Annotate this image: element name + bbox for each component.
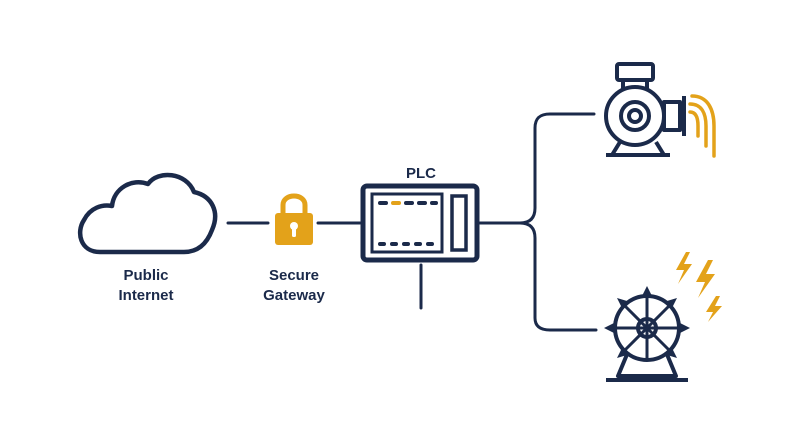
internet-label-line2: Internet <box>118 287 174 304</box>
water-wheel-turbine-icon <box>604 252 722 382</box>
gateway-label-line1: Secure <box>268 267 320 284</box>
internet-label: Public Internet <box>106 266 186 306</box>
lightning-bolt-icon <box>676 252 722 322</box>
connector-lines <box>226 112 598 332</box>
internet-label-line1: Public <box>123 267 169 284</box>
gateway-label: Secure Gateway <box>252 266 336 306</box>
centrifugal-pump-icon <box>604 62 716 158</box>
plc-status-leds <box>378 201 438 246</box>
water-flow-icon <box>688 94 716 158</box>
cloud-icon <box>78 172 218 255</box>
padlock-icon <box>275 193 313 245</box>
plc-label: PLC <box>406 165 436 182</box>
plc-controller-icon: PLC <box>360 165 480 263</box>
gateway-label-line2: Gateway <box>263 287 325 304</box>
link-plc-branch <box>478 112 598 332</box>
